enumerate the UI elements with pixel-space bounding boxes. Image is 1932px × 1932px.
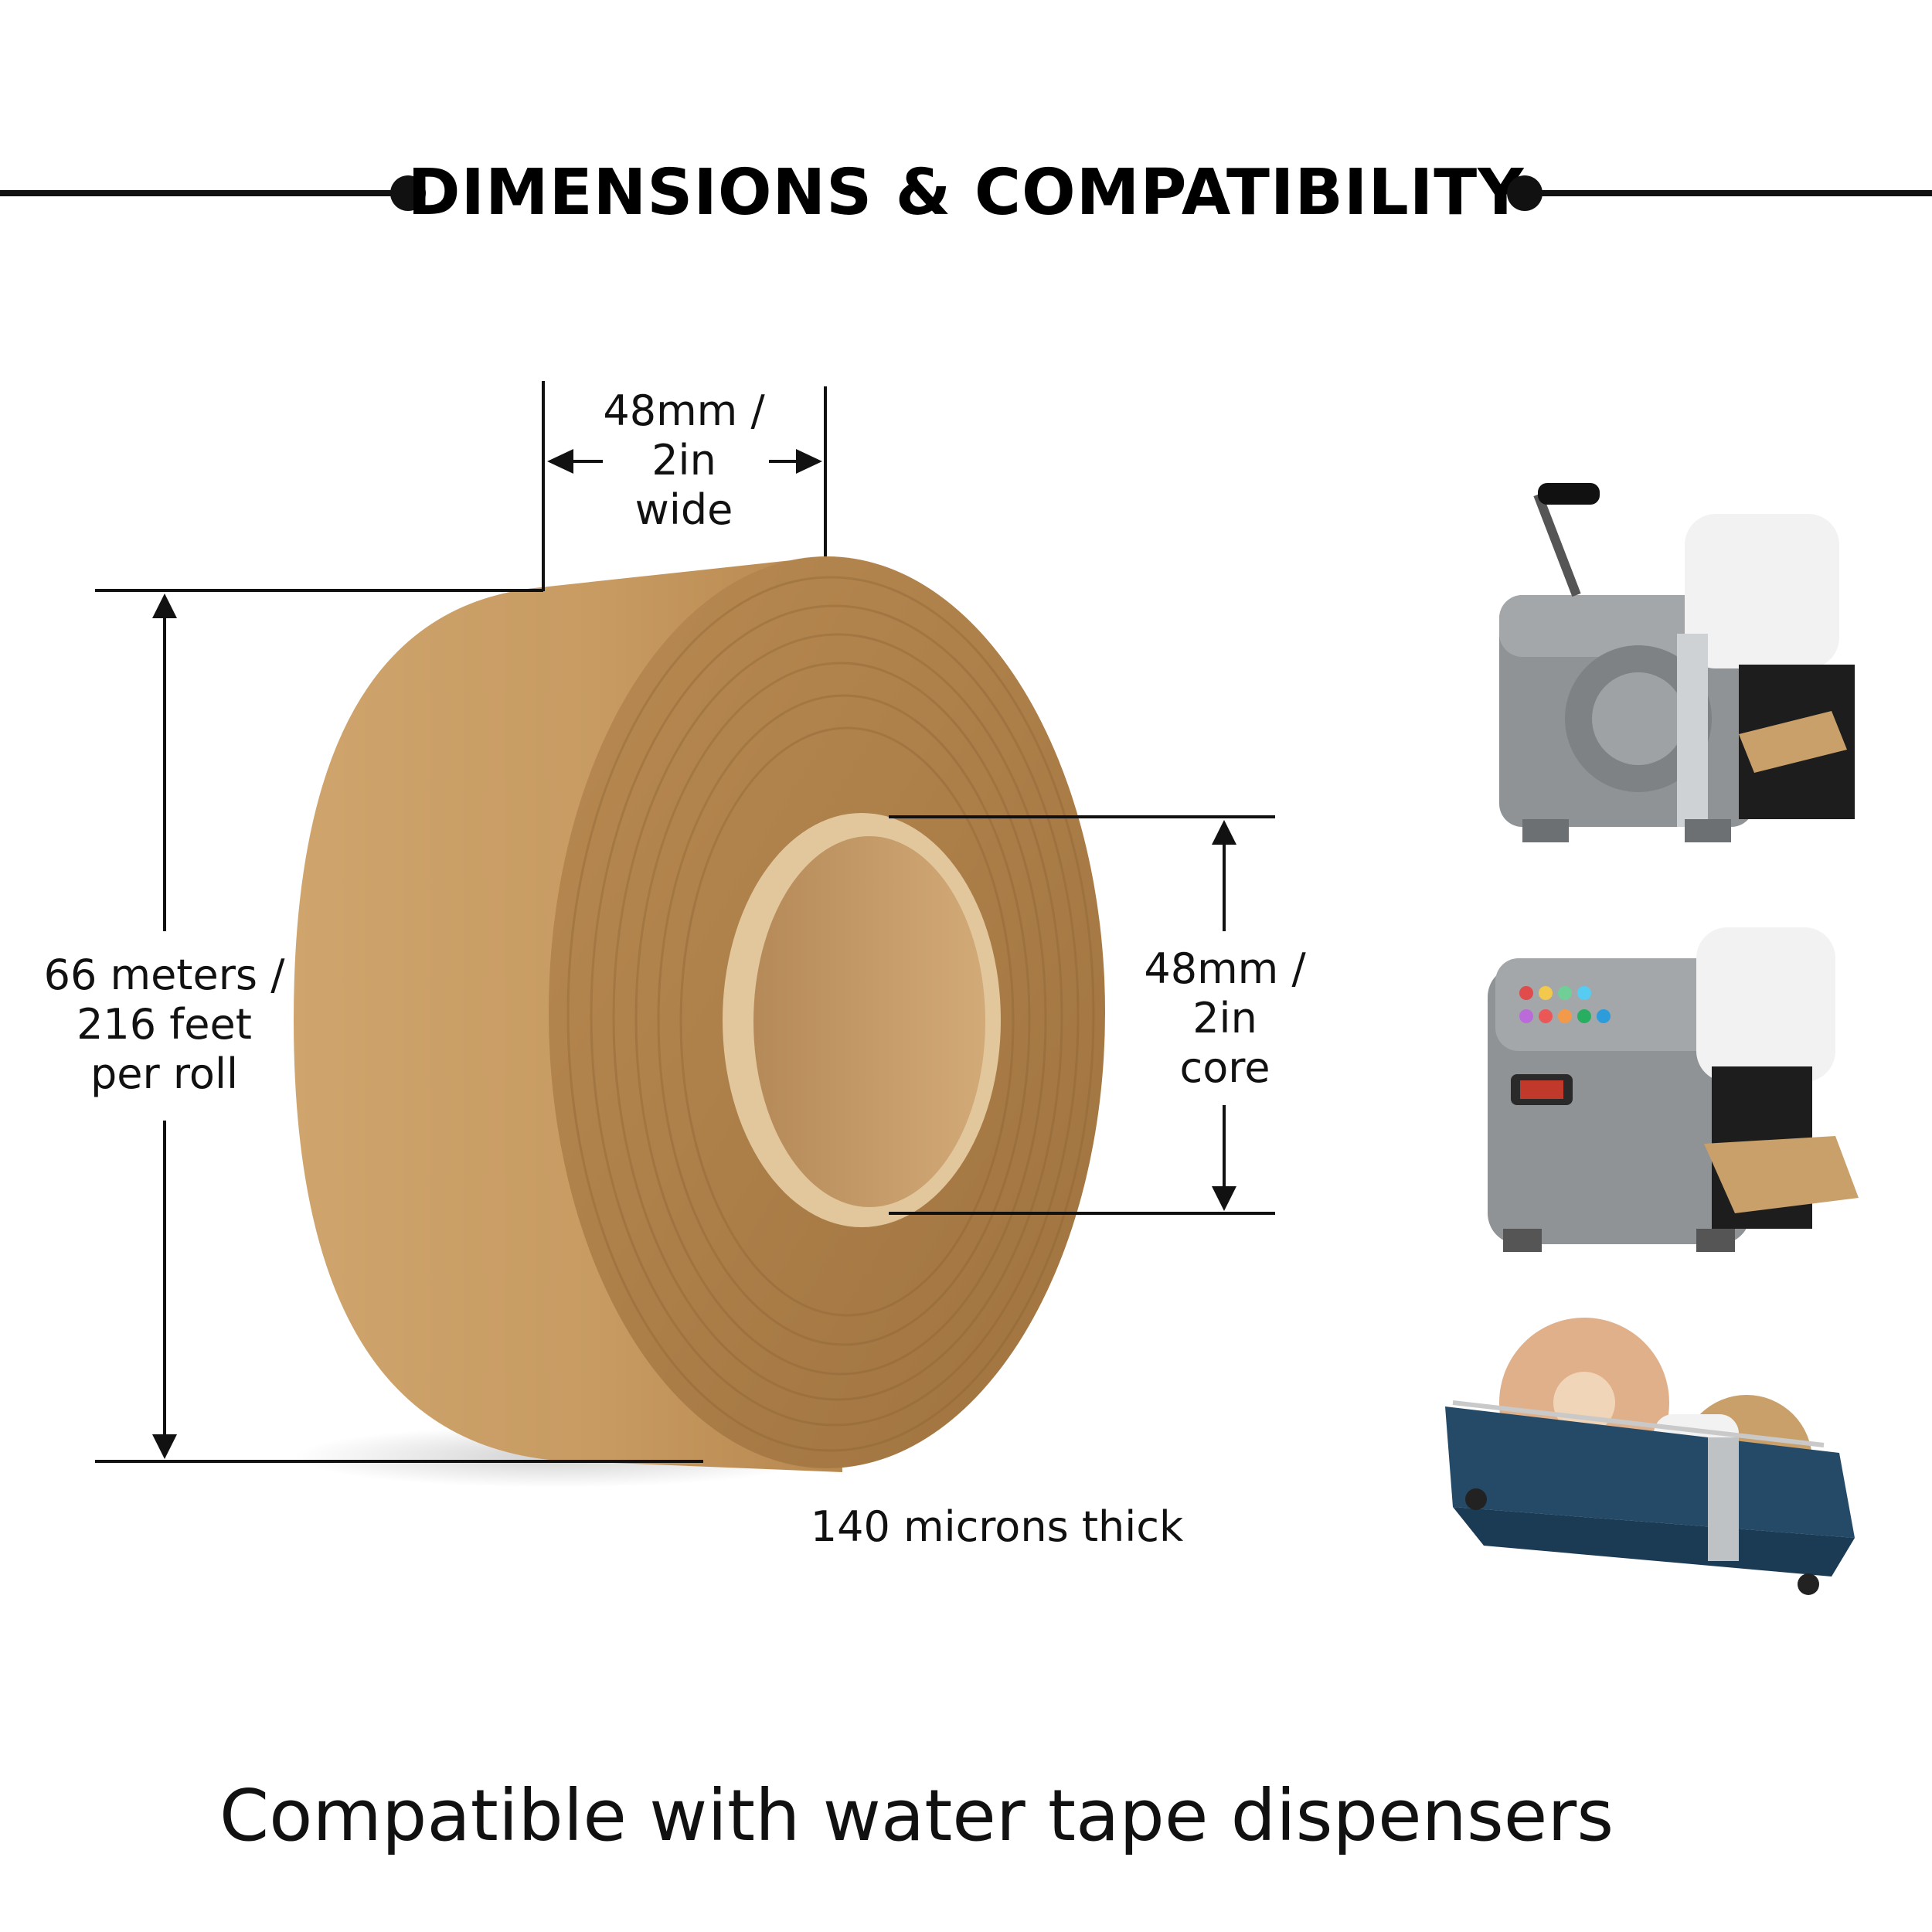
length-label: 66 meters / 216 feet per roll	[43, 951, 285, 1098]
page-title: DIMENSIONS & COMPATIBILITY	[407, 156, 1525, 230]
electric-tape-dispenser-icon	[1488, 927, 1859, 1252]
header-rule-left	[0, 190, 410, 196]
manual-tape-dispenser-icon	[1499, 483, 1855, 842]
tabletop-tape-dispenser-icon	[1445, 1318, 1855, 1595]
width-label: 48mm / 2in wide	[603, 386, 765, 534]
header-rule-right	[1522, 190, 1932, 196]
core-label: 48mm / 2in core	[1144, 944, 1306, 1092]
header-dot-left	[390, 175, 426, 211]
compatibility-footer: Compatible with water tape dispensers	[219, 1774, 1614, 1857]
thickness-label: 140 microns thick	[810, 1502, 1184, 1551]
